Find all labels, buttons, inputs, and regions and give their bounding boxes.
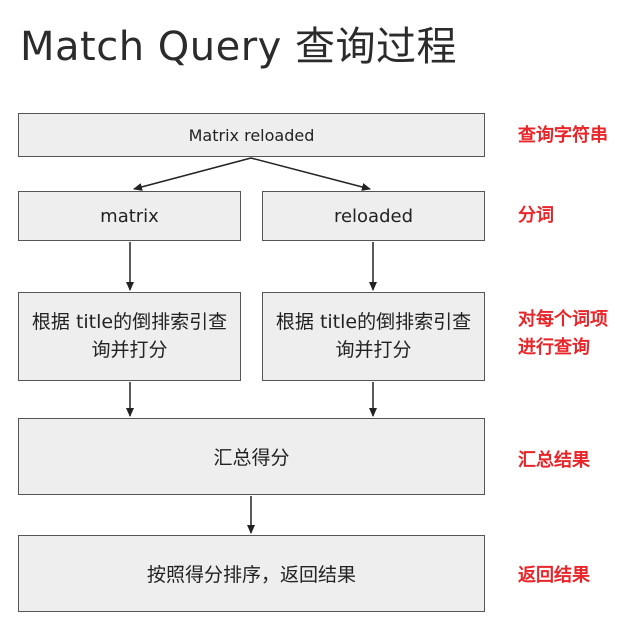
- arrow-query-to-term2: [250, 157, 371, 191]
- annotation-per-term-line2: 进行查询: [518, 336, 590, 358]
- sum-score-box: 汇总得分: [18, 418, 485, 495]
- score-text-matrix: 根据 title的倒排索引查询并打分: [31, 310, 228, 361]
- term-box-reloaded: reloaded: [262, 191, 485, 241]
- arrow-query-to-term1: [133, 157, 252, 191]
- annotation-per-term: 对每个词项 进行查询: [518, 306, 608, 362]
- annotation-per-term-line1: 对每个词项: [518, 309, 608, 330]
- annotation-return-results: 返回结果: [518, 565, 590, 586]
- score-box-reloaded: 根据 title的倒排索引查询并打分: [262, 292, 485, 381]
- sum-score-text: 汇总得分: [213, 447, 290, 469]
- sort-results-text: 按照得分排序，返回结果: [146, 564, 356, 586]
- query-string-text: Matrix reloaded: [188, 125, 315, 145]
- annotation-sum-results: 汇总结果: [518, 450, 590, 471]
- annotation-query-string: 查询字符串: [518, 125, 608, 146]
- term-box-matrix: matrix: [18, 191, 241, 241]
- annotation-tokenize: 分词: [518, 205, 554, 226]
- term-text-reloaded: reloaded: [333, 205, 414, 227]
- score-box-matrix: 根据 title的倒排索引查询并打分: [18, 292, 241, 381]
- sort-results-box: 按照得分排序，返回结果: [18, 535, 485, 612]
- page-title: Match Query 查询过程: [20, 24, 458, 70]
- score-text-reloaded: 根据 title的倒排索引查询并打分: [275, 310, 472, 361]
- term-text-matrix: matrix: [100, 205, 159, 227]
- query-string-box: Matrix reloaded: [18, 113, 485, 157]
